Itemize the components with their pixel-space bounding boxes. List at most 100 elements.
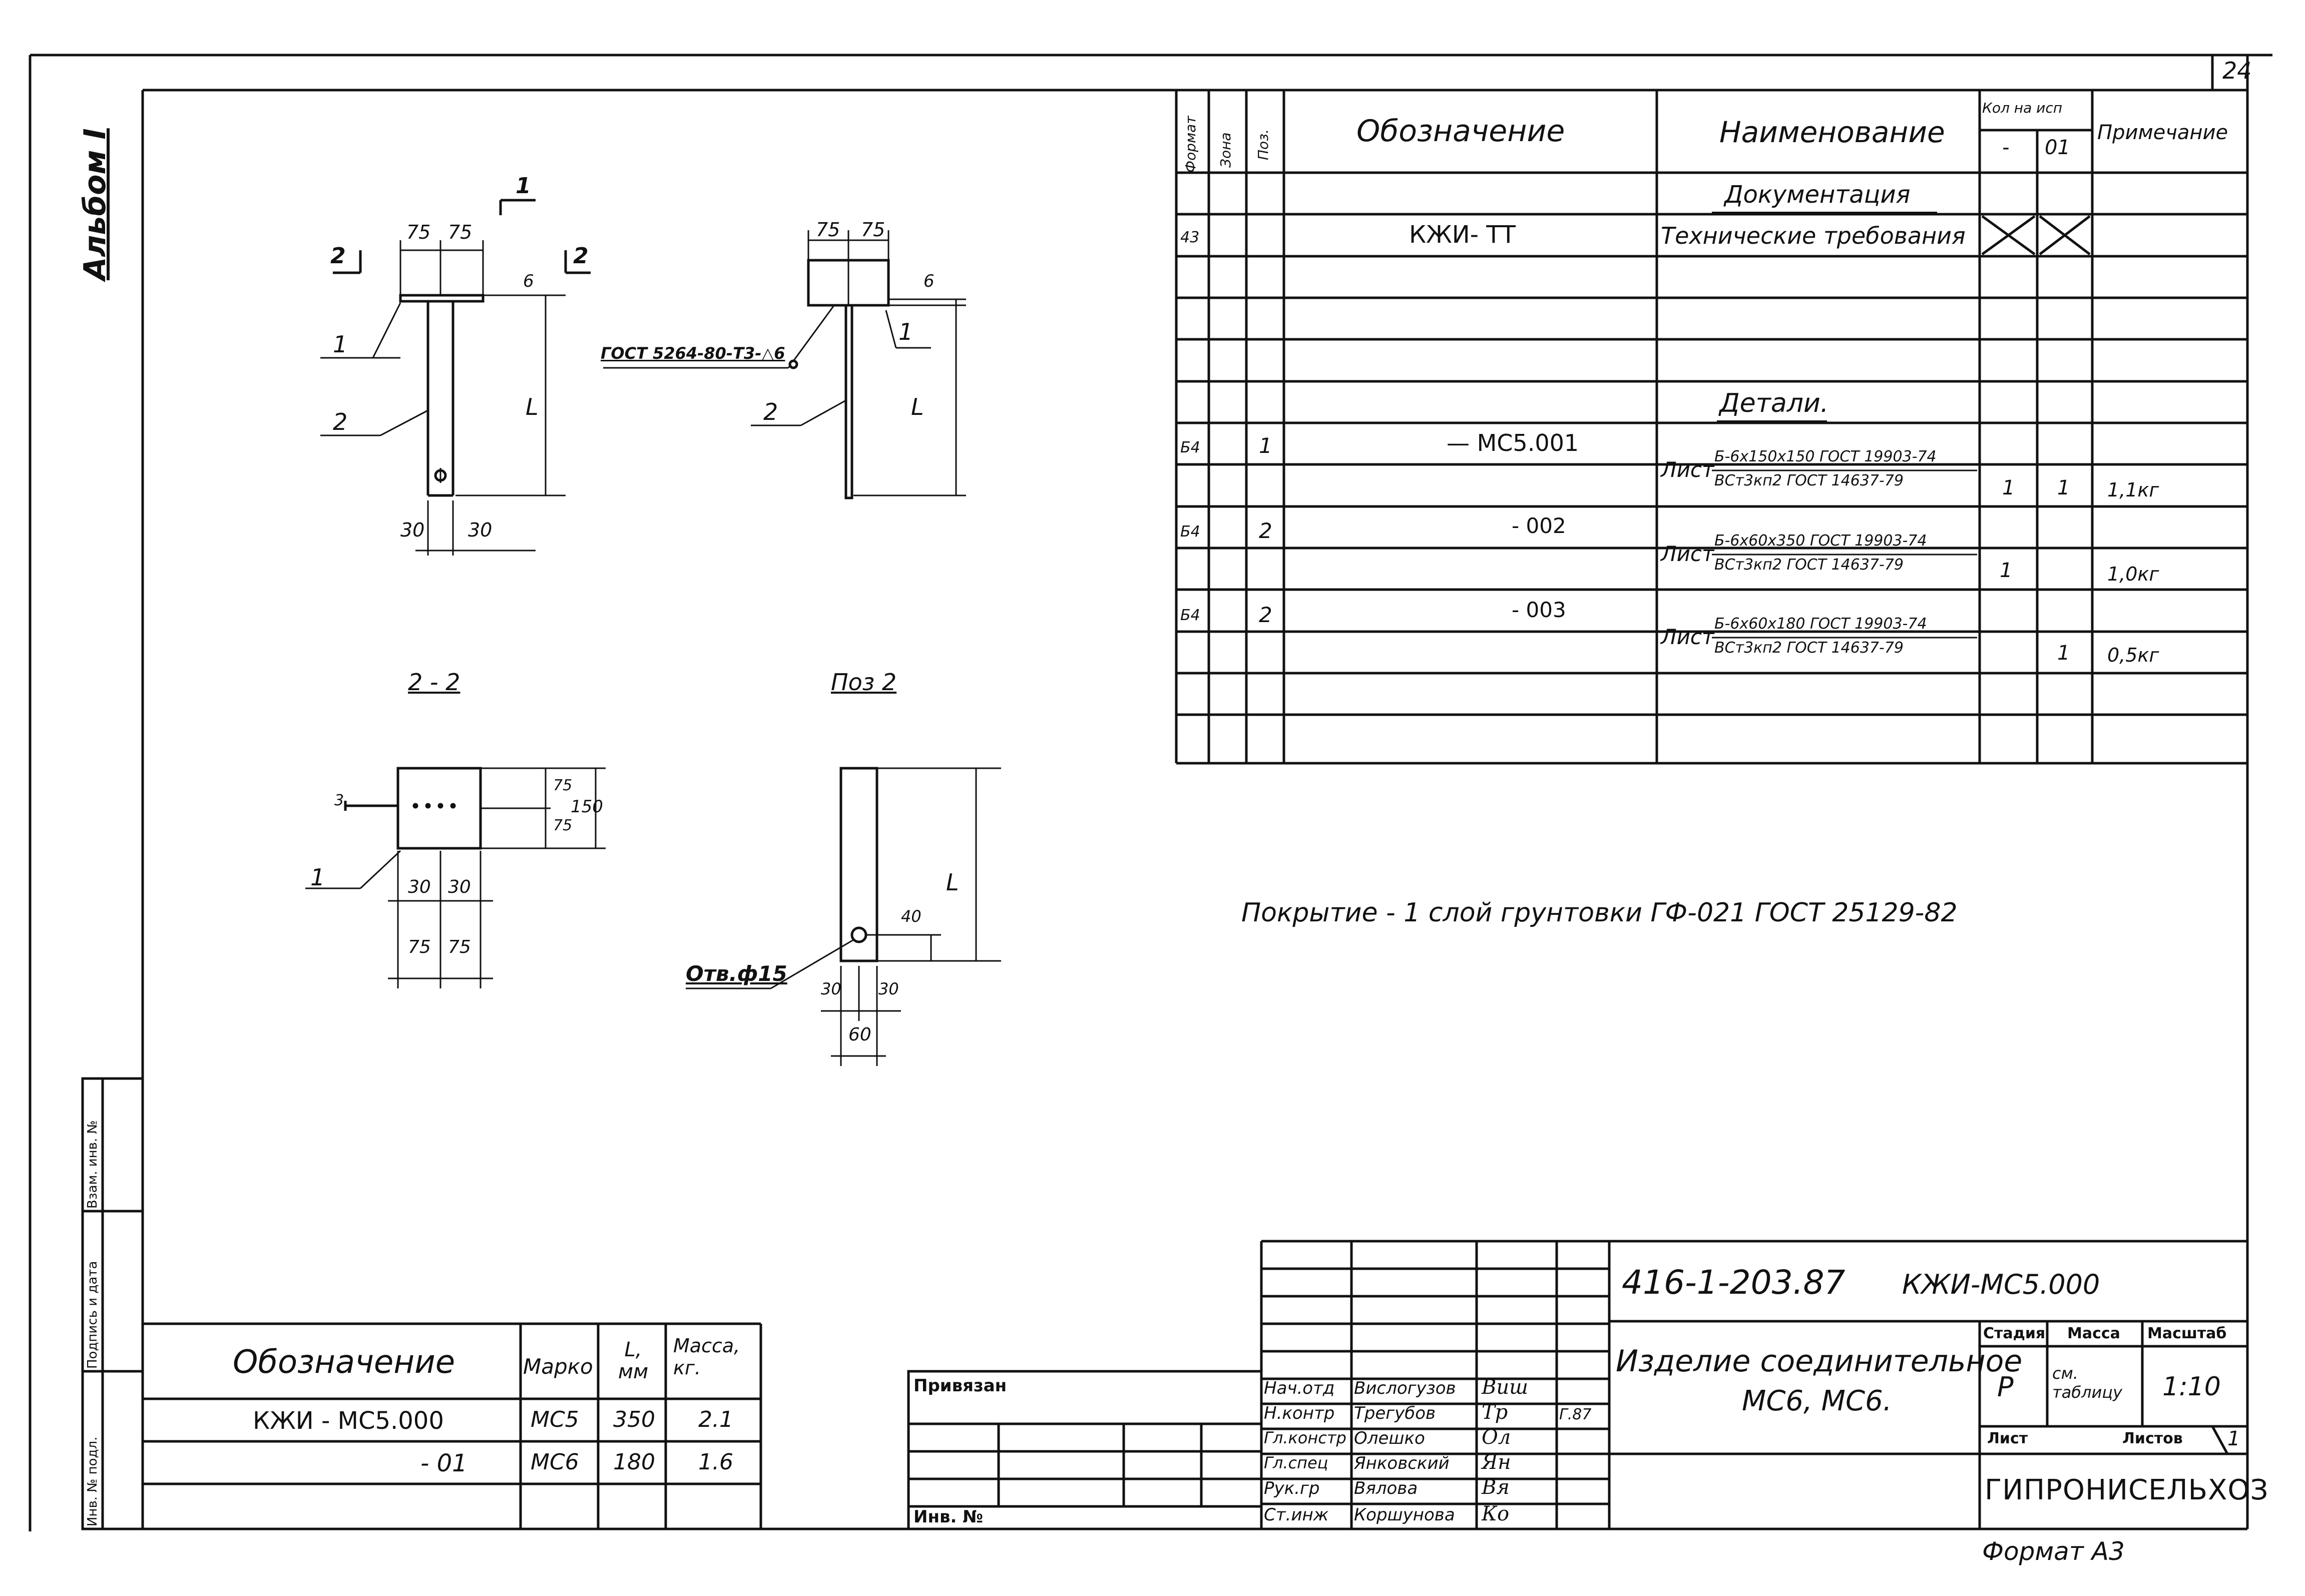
side-stamp-lines (81, 1077, 144, 1530)
part-1-designation: — МС5.001 (1447, 429, 1579, 456)
spec-header-zone: Зона (1217, 132, 1234, 168)
sec22-d30a: 30 (408, 877, 431, 897)
main-view-lines (320, 199, 591, 556)
tb-sheet-label: Лист (1987, 1430, 2028, 1447)
main-callout-2: 2 (333, 408, 348, 435)
part-3-material-top: Б-6х60х180 ГОСТ 19903-74 (1714, 615, 1927, 633)
main-length: L (526, 393, 539, 420)
tb-name-6: Коршунова (1354, 1505, 1455, 1525)
part-3-material-bottom: ВСт3кп2 ГОСТ 14637-79 (1714, 639, 1904, 657)
variant-1-length: 350 (613, 1407, 655, 1432)
part-3-prefix: Лист (1661, 625, 1714, 649)
main-section-2-right: 2 (573, 243, 589, 269)
spec-header-qty-a: - (2002, 136, 2010, 159)
tb-name-line2: МС6, МС6. (1742, 1385, 1892, 1417)
part-1-note: 1,1кг (2107, 479, 2159, 501)
part-3-designation: - 003 (1512, 598, 1566, 622)
part-3-note: 0,5кг (2107, 644, 2159, 666)
variants-header-length: L, мм (618, 1338, 649, 1383)
tb-name-2: Трегубов (1354, 1403, 1436, 1423)
spec-doc-name: Технические требования (1661, 222, 1966, 249)
main-dim-75a: 75 (406, 221, 431, 243)
side-dim-75a: 75 (816, 219, 840, 241)
part-3-qty-b: 1 (2057, 642, 2070, 665)
pos2-d30a: 30 (821, 979, 841, 998)
tb-role-1: Нач.отд (1264, 1378, 1335, 1398)
part-1-prefix: Лист (1661, 457, 1714, 482)
part-2-material-top: Б-6х60х350 ГОСТ 19903-74 (1714, 532, 1927, 550)
side-dim-75b: 75 (861, 219, 885, 241)
tb-role-4: Гл.спец (1264, 1453, 1328, 1472)
main-dim-75b: 75 (448, 221, 473, 243)
variant-1-designation: КЖИ - МС5.000 (253, 1407, 444, 1435)
tb-mass: см. таблицу (2052, 1364, 2122, 1402)
tb-scale: 1:10 (2162, 1372, 2221, 1402)
section-2-2-lines (305, 767, 606, 988)
sec22-weld-mark: 3 (334, 792, 344, 809)
tb-name-line1: Изделие соединительное (1616, 1344, 2023, 1379)
spec-header-qty-b: 01 (2045, 136, 2070, 159)
part-1-material-bottom: ВСт3кп2 ГОСТ 14637-79 (1714, 472, 1904, 489)
coating-note: Покрытие - 1 слой грунтовки ГФ-021 ГОСТ … (1241, 898, 1958, 928)
side-thickness: 6 (924, 271, 935, 291)
tb-role-6: Ст.инж (1264, 1505, 1329, 1525)
part-1-qty-b: 1 (2057, 476, 2070, 499)
part-3-pos: 2 (1259, 603, 1272, 627)
tb-sign-5: Вя (1482, 1476, 1510, 1499)
spec-section-docs: Документация (1724, 181, 1911, 209)
side-stamp-replace: Взам. инв. № (85, 1120, 100, 1209)
variants-header-mass: Масса, кг. (673, 1335, 740, 1379)
sec22-d75-left: 75 (408, 937, 431, 957)
pos2-d30b: 30 (878, 979, 899, 998)
binding-inv: Инв. № (913, 1507, 984, 1527)
tb-date: Г.87 (1559, 1406, 1592, 1423)
format-label: Формат А3 (1982, 1537, 2125, 1566)
tb-stage-label: Стадия (1983, 1325, 2046, 1342)
spec-header-name: Наименование (1719, 115, 1945, 149)
title-block-lines (1260, 1240, 2247, 1529)
tb-sign-1: Виш (1482, 1376, 1529, 1399)
tb-scale-label: Масштаб (2147, 1325, 2227, 1342)
tb-sign-6: Ко (1482, 1502, 1510, 1525)
tb-name-1: Вислогузов (1354, 1378, 1456, 1398)
weld-note: ГОСТ 5264-80-Т3-△6 (601, 344, 785, 363)
pos2-d40: 40 (901, 907, 921, 926)
pos2-hole: Отв.ф15 (686, 961, 787, 986)
spec-doc-format: 43 (1180, 229, 1200, 246)
spec-doc-designation: КЖИ- ТТ (1409, 221, 1516, 249)
main-dim-30b: 30 (468, 519, 493, 541)
part-2-format: Б4 (1180, 523, 1200, 541)
spec-header-note: Примечание (2097, 121, 2228, 144)
pos-2-lines (686, 767, 1001, 1066)
part-2-qty-a: 1 (2000, 559, 2013, 582)
variant-1-mass: 2.1 (698, 1407, 733, 1432)
part-2-note: 1,0кг (2107, 563, 2159, 585)
sec22-d150: 150 (571, 797, 603, 817)
main-thickness: 6 (523, 271, 534, 291)
spec-header-pos: Поз. (1255, 129, 1271, 160)
side-stamp-sign: Подпись и дата (85, 1261, 100, 1369)
side-callout-2: 2 (763, 398, 778, 425)
pos2-d60: 60 (848, 1024, 871, 1045)
variant-2-length: 180 (613, 1449, 655, 1475)
tb-code: 416-1-203.87 (1622, 1263, 1846, 1302)
binding-label: Привязан (913, 1376, 1007, 1396)
tb-sheets-label: Листов (2122, 1430, 2183, 1447)
main-section-1: 1 (516, 173, 531, 199)
variants-table-lines (143, 1322, 762, 1529)
side-stamp-inv: Инв. № подл. (85, 1436, 100, 1526)
tb-role-2: Н.контр (1264, 1403, 1335, 1423)
tb-name-3: Олешко (1354, 1428, 1425, 1448)
variant-1-mark: МС5 (531, 1407, 579, 1432)
spec-table-lines (1175, 90, 2247, 765)
part-2-designation: - 002 (1512, 513, 1566, 538)
side-callout-1: 1 (898, 318, 913, 345)
tb-stage: Р (1997, 1371, 2014, 1403)
tb-sign-3: Ол (1482, 1426, 1511, 1449)
part-2-material-bottom: ВСт3кп2 ГОСТ 14637-79 (1714, 556, 1904, 574)
binding-block-lines (907, 1370, 1263, 1530)
pos-2-title: Поз 2 (831, 669, 897, 696)
tb-code2: КЖИ-МС5.000 (1902, 1269, 2100, 1300)
tb-role-3: Гл.констр (1264, 1428, 1346, 1447)
